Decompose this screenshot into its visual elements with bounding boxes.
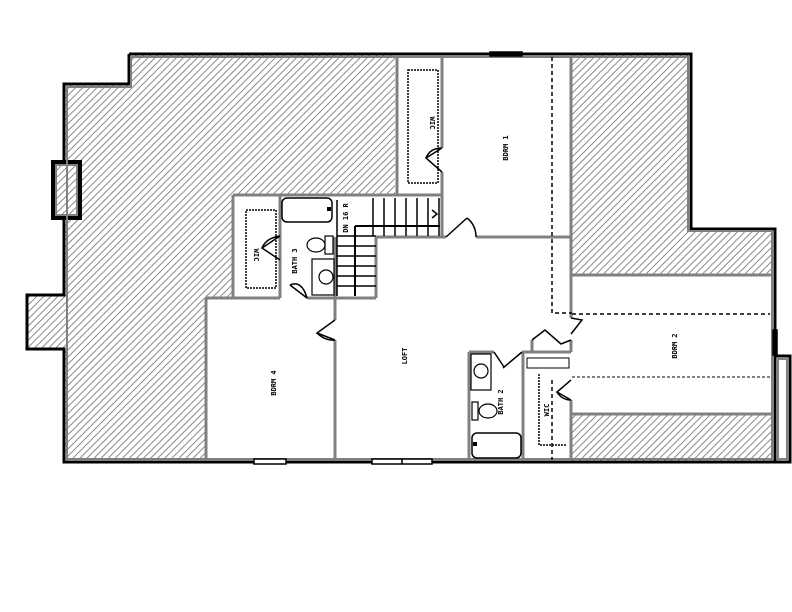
label-bath3: BATH 3 — [291, 248, 299, 273]
attic-area-left — [28, 55, 395, 460]
label-wic-bath3: WIC — [252, 249, 260, 262]
label-bath2: BATH 2 — [497, 389, 505, 414]
attic-area-right-bottom — [572, 414, 773, 461]
label-wic-bdrm1: WIC — [428, 117, 436, 130]
interior-walls — [204, 56, 773, 460]
exterior-wall-lining — [66, 56, 788, 460]
bay-left-lower — [28, 295, 65, 348]
label-bedroom4: BDRM 4 — [270, 370, 278, 395]
bath3-toilet — [306, 235, 334, 255]
doors — [260, 147, 584, 401]
label-wic-bath2: WIC — [543, 404, 551, 417]
bath2-toilet — [471, 401, 498, 421]
closet-shelves — [245, 69, 566, 446]
label-bedroom1: BDRM 1 — [502, 135, 510, 160]
stairs — [336, 198, 440, 296]
linen-shelf — [526, 357, 570, 369]
bath2-tub — [471, 432, 522, 459]
bath3-sink — [311, 258, 335, 296]
label-stairs: DN 16 R — [342, 202, 350, 232]
ceiling-lines — [551, 57, 770, 460]
label-bedroom2: BDRM 2 — [671, 333, 679, 358]
attic-area-right-top — [572, 55, 773, 275]
windows — [253, 51, 778, 465]
bath3-tub — [281, 197, 333, 223]
label-loft: LOFT — [401, 348, 409, 365]
bath2-sink — [470, 353, 492, 391]
